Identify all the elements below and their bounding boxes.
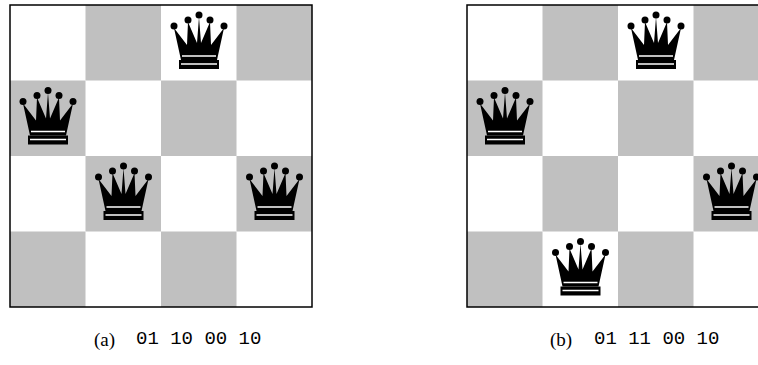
- board-b: [467, 5, 758, 307]
- caption-bits: 01 10 00 10: [136, 330, 261, 349]
- caption-letter: (a): [94, 330, 115, 349]
- caption-letter: (b): [550, 330, 572, 349]
- board-a: [10, 5, 312, 307]
- caption-bits: 01 11 00 10: [594, 330, 719, 349]
